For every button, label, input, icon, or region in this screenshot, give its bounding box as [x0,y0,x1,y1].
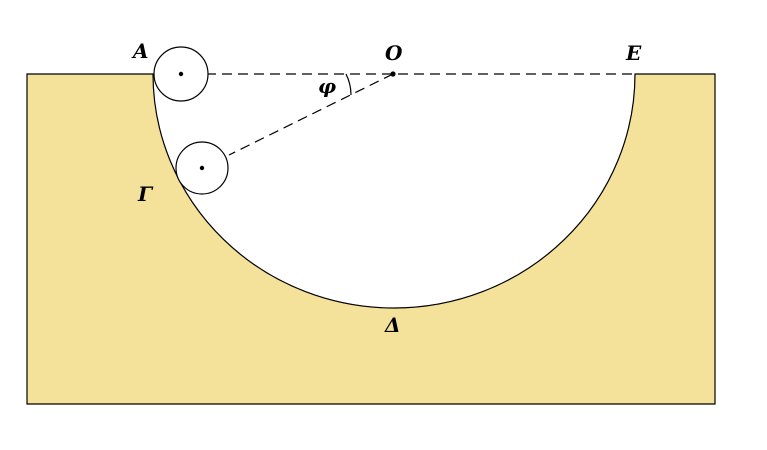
radius-dashed-line [228,73,394,156]
ball-at-gamma-center [199,165,205,171]
label-a: A [131,39,149,63]
ball-at-a-center [178,71,184,77]
center-point [390,71,396,77]
label-delta: Δ [384,313,401,337]
label-gamma: Γ [137,182,154,206]
angle-arc [345,73,352,96]
label-phi: φ [318,74,336,98]
ground-block [26,73,716,405]
label-e: E [625,41,642,65]
label-o: O [385,41,403,65]
